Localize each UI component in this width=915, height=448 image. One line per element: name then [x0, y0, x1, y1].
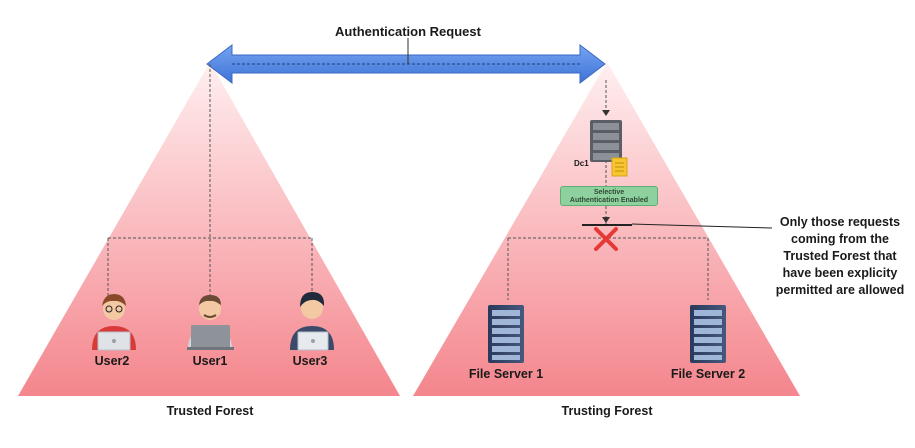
down-arrowhead — [602, 110, 610, 116]
selective-authentication-badge: Selective Authentication Enabled — [560, 186, 658, 206]
user-label: User2 — [94, 354, 130, 368]
user-label: User3 — [292, 354, 328, 368]
user-label: User1 — [192, 354, 228, 368]
dc-label: Dc1 — [574, 159, 589, 168]
policy-note: Only those requests coming from the Trus… — [775, 215, 905, 297]
authentication-request-arrow — [206, 38, 606, 85]
deny-cross-icon — [594, 227, 618, 251]
user3-icon — [290, 292, 334, 351]
user1-icon — [187, 295, 234, 350]
dc-server-icon — [590, 120, 628, 177]
badge-line-1: Selective — [593, 189, 625, 196]
trusted-forest-connectors — [107, 64, 313, 300]
file-server-label: File Server 2 — [670, 367, 746, 381]
user2-icon — [92, 294, 136, 351]
file-server-label: File Server 1 — [468, 367, 544, 381]
trusting-forest-label: Trusting Forest — [561, 404, 653, 418]
down-arrowhead — [602, 217, 610, 223]
callout-line — [631, 223, 773, 229]
file-server-1-icon — [488, 305, 524, 363]
badge-line-2: Authentication Enabled — [569, 197, 649, 204]
file-server-2-icon — [690, 305, 726, 363]
authentication-request-label: Authentication Request — [335, 24, 481, 39]
trusted-forest-label: Trusted Forest — [166, 404, 254, 418]
